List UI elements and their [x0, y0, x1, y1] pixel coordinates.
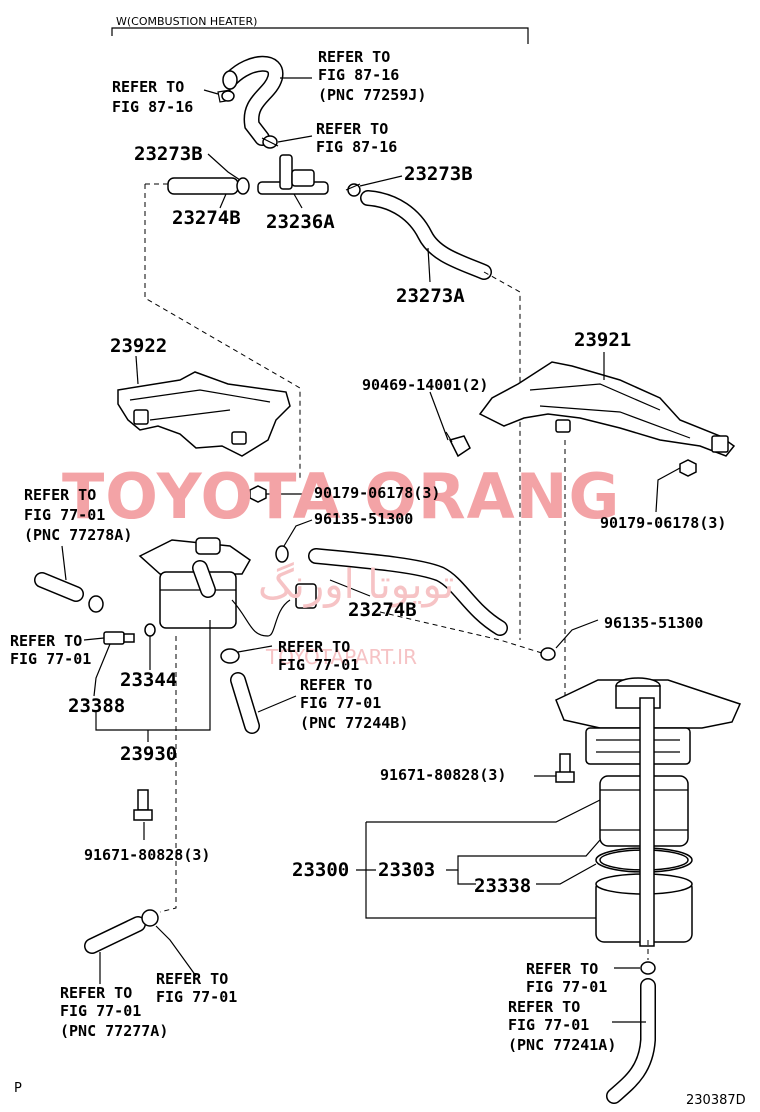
- part-23344: 23344: [120, 669, 177, 691]
- diagram-id: 230387D: [686, 1093, 746, 1108]
- hose-clamp-icon: [540, 647, 556, 661]
- drain-plug-23388: [103, 631, 135, 645]
- part-96135-right: 96135-51300: [604, 614, 703, 632]
- nut-icon: [249, 485, 267, 503]
- ref-line: FIG 77-01: [10, 650, 91, 668]
- bolt-icon: [133, 789, 153, 821]
- part-96135-left: 96135-51300: [314, 510, 413, 528]
- short-hose-23274B: [167, 177, 239, 195]
- ref-line: REFER TO: [316, 120, 388, 138]
- hose-23273A: [360, 190, 492, 280]
- ref-line: (PNC 77277A): [60, 1022, 168, 1040]
- ref-line: REFER TO: [300, 676, 372, 694]
- ref-line: FIG 77-01: [300, 694, 381, 712]
- hose-clamp-icon: [236, 177, 250, 195]
- part-23338: 23338: [474, 875, 531, 897]
- ref-line: FIG 77-01: [24, 506, 105, 524]
- ref-line: FIG 77-01: [60, 1002, 141, 1020]
- ref-line: REFER TO: [156, 970, 228, 988]
- refer-fig-77-01-pnc-77244B: REFER TO FIG 77-01 (PNC 77244B): [300, 676, 408, 732]
- refer-fig-77-01-bottom-center: REFER TO FIG 77-01: [156, 970, 237, 1006]
- nut-icon: [679, 459, 697, 477]
- bolt-icon: [555, 753, 575, 783]
- bracket-23922: [117, 371, 291, 457]
- hose-stub-center: [230, 672, 260, 734]
- o-ring-23344: [144, 623, 156, 637]
- part-23300: 23300: [292, 859, 349, 881]
- hose-stub-left: [34, 572, 104, 613]
- ref-line: REFER TO: [526, 960, 598, 978]
- ref-line: (PNC 77259J): [318, 86, 426, 104]
- hose-stub-bottom-right: [606, 978, 656, 1104]
- ref-line: (PNC 77241A): [508, 1036, 616, 1054]
- part-91671-right: 91671-80828(3): [380, 766, 506, 784]
- hose-clamp-icon: [220, 648, 240, 664]
- refer-fig-77-01-pnc-77241A: REFER TO FIG 77-01 (PNC 77241A): [508, 998, 616, 1054]
- refer-fig-87-16-right: REFER TO FIG 87-16: [316, 120, 397, 156]
- refer-fig-77-01-center: REFER TO FIG 77-01: [278, 638, 359, 674]
- top-heater-hose: [222, 55, 284, 146]
- part-23921: 23921: [574, 329, 631, 351]
- hose-clamp-icon: [217, 89, 235, 103]
- ref-line: FIG 77-01: [278, 656, 359, 674]
- refer-fig-77-01-left: REFER TO FIG 77-01: [10, 632, 91, 668]
- ref-line: REFER TO: [318, 48, 390, 66]
- clip-90469: [445, 431, 471, 458]
- connector-icon: [295, 583, 317, 609]
- part-23922: 23922: [110, 335, 167, 357]
- hose-clamp-icon: [275, 545, 289, 563]
- tee-joint-23236A: [257, 154, 329, 195]
- ref-line: REFER TO: [112, 78, 184, 96]
- fuel-filter-23300: [555, 677, 742, 947]
- ref-line: FIG 77-01: [156, 988, 237, 1006]
- ref-line: REFER TO: [10, 632, 82, 650]
- fuel-filter-assembly-23930: [138, 537, 291, 637]
- part-23930: 23930: [120, 743, 177, 765]
- part-23236A: 23236A: [266, 211, 335, 233]
- ref-line: REFER TO: [278, 638, 350, 656]
- ref-line: FIG 87-16: [112, 98, 193, 116]
- watermark-site: TOYOTAPART.IR: [265, 645, 417, 669]
- refer-fig-87-16-left: REFER TO FIG 87-16: [112, 78, 193, 116]
- part-23274B-mid: 23274B: [348, 599, 417, 621]
- ref-line: FIG 87-16: [318, 66, 399, 84]
- hose-clamp-icon: [640, 961, 656, 975]
- ref-line: (PNC 77278A): [24, 526, 132, 544]
- refer-fig-77-01-pnc-77278A: REFER TO FIG 77-01 (PNC 77278A): [24, 486, 132, 544]
- part-90469: 90469-14001(2): [362, 376, 488, 394]
- part-23273B-right: 23273B: [404, 163, 473, 185]
- hose-23274B: [308, 548, 508, 636]
- part-23303: 23303: [378, 859, 435, 881]
- hose-clamp-icon: [261, 135, 279, 149]
- watermark-brand: TOYOTA ORANG: [62, 460, 620, 533]
- refer-fig-87-16-pnc-77259J: REFER TO FIG 87-16 (PNC 77259J): [318, 48, 426, 104]
- footer-left-code: P: [14, 1081, 22, 1096]
- ref-line: (PNC 77244B): [300, 714, 408, 732]
- bracket-23921: [478, 361, 736, 457]
- part-23388: 23388: [68, 695, 125, 717]
- combustion-heater-bracket: W(COMBUSTION HEATER): [111, 15, 529, 44]
- hose-stub-bottom-left: [84, 909, 159, 954]
- ref-line: FIG 77-01: [508, 1016, 589, 1034]
- part-23274B-top: 23274B: [172, 207, 241, 229]
- group-label: W(COMBUSTION HEATER): [116, 15, 257, 28]
- refer-fig-77-01-bottom-right: REFER TO FIG 77-01: [526, 960, 607, 996]
- ref-line: FIG 77-01: [526, 978, 607, 996]
- ref-line: FIG 87-16: [316, 138, 397, 156]
- ref-line: REFER TO: [508, 998, 580, 1016]
- ref-line: REFER TO: [60, 984, 132, 1002]
- watermark-arabic: تويوتا اورنگ: [258, 562, 454, 608]
- part-90179-right: 90179-06178(3): [600, 514, 726, 532]
- part-23273A: 23273A: [396, 285, 465, 307]
- hose-clamp-icon: [345, 183, 361, 197]
- part-90179-left: 90179-06178(3): [314, 484, 440, 502]
- part-91671-left: 91671-80828(3): [84, 846, 210, 864]
- part-23273B-top: 23273B: [134, 143, 203, 165]
- ref-line: REFER TO: [24, 486, 96, 504]
- refer-fig-77-01-pnc-77277A: REFER TO FIG 77-01 (PNC 77277A): [60, 984, 168, 1040]
